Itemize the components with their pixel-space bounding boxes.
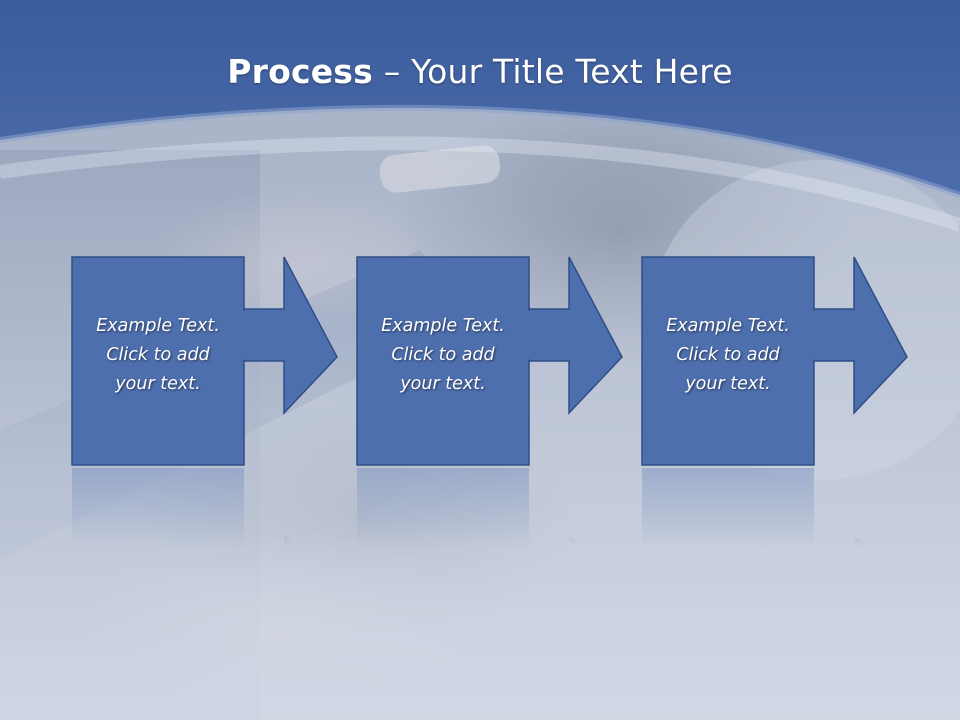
- steps-reflection: [72, 468, 870, 548]
- slide-title[interactable]: Process – Your Title Text Here: [0, 52, 960, 91]
- title-dash: –: [373, 52, 412, 91]
- step-text: Example Text. Click to add your text.: [666, 316, 790, 394]
- process-step-1[interactable]: Example Text. Click to add your text.: [71, 256, 340, 467]
- arrow-shape: [71, 256, 338, 466]
- step-text: Example Text. Click to add your text.: [381, 316, 505, 394]
- process-step-2[interactable]: Example Text. Click to add your text.: [356, 256, 625, 467]
- title-bold: Process: [227, 52, 373, 91]
- arrow-shape: [356, 256, 623, 466]
- step-text: Example Text. Click to add your text.: [96, 316, 220, 394]
- title-rest: Your Title Text Here: [411, 52, 733, 91]
- arrow-shape: [641, 256, 908, 466]
- process-step-3[interactable]: Example Text. Click to add your text.: [641, 256, 910, 467]
